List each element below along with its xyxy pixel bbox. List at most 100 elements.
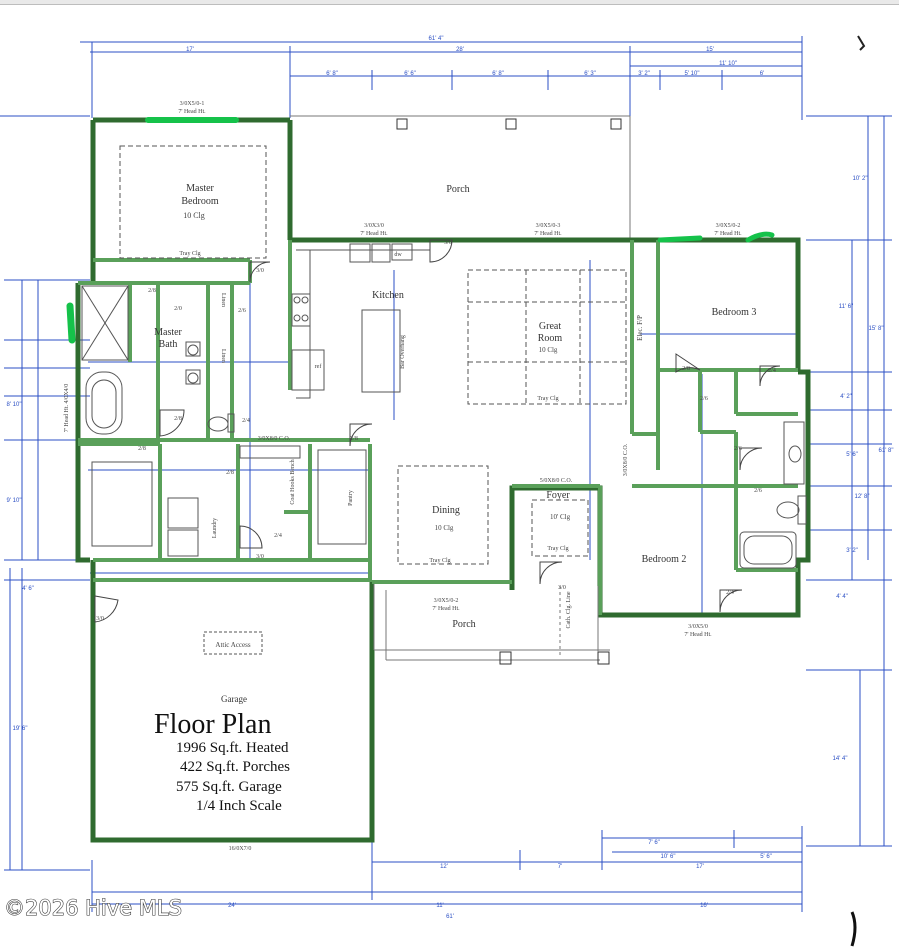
dim-right-5-6: 5' 6" [846, 452, 858, 458]
front-porch [373, 584, 610, 665]
dim-right-12-8: 12' 8" [855, 494, 870, 500]
fixtures [81, 145, 807, 655]
plan-legend: Floor Plan 1996 Sq.ft. Heated 422 Sq.ft.… [154, 709, 290, 814]
dim-top-3-2: 3' 2" [638, 71, 650, 77]
dim-right-61-8: 61' 8" [879, 448, 894, 454]
label-garage: Garage [221, 694, 247, 704]
dim-top-15: 15' [706, 47, 714, 53]
door-tag-4: 2/6 [238, 308, 246, 314]
window-tags: 3/0X5/0-1 7' Head Ht. 3/0X3/0 7' Head Ht… [64, 101, 742, 852]
door-tag-1: 3/0 [444, 240, 452, 246]
legend-heated: 1996 Sq.ft. Heated [176, 740, 289, 756]
door-tag-5: 2/8 [148, 288, 156, 294]
door-tag-7: 2/8 [350, 436, 358, 442]
dim-right-4-2: 4' 2" [840, 394, 852, 400]
label-master-bedroom-1: Master [186, 183, 214, 194]
legend-porches: 422 Sq.ft. Porches [180, 759, 290, 775]
label-ref: ref [315, 363, 322, 370]
label-pantry: Pantry [348, 490, 354, 506]
label-foyer-tray: Tray Clg [547, 546, 568, 552]
label-elec-fp: Elec. F/P [636, 315, 644, 341]
dim-bot-10-6: 10' 6" [661, 854, 676, 860]
legend-scale: 1/4 Inch Scale [196, 798, 282, 814]
label-cath-clg: Cath. Clg. Line [566, 591, 572, 628]
interior-walls [78, 240, 798, 615]
pen-mark-icon [857, 35, 866, 51]
dim-left-19-6: 19' 6" [13, 726, 28, 732]
door-tag-16: 2/8 [682, 366, 690, 372]
label-front-porch: Porch [452, 619, 475, 630]
label-dining-tray: Tray Clg [429, 558, 450, 564]
label-master-tray: Tray Clg [179, 251, 200, 257]
dim-bot-17: 17' [696, 864, 704, 870]
label-master-bath-2: Bath [159, 339, 178, 350]
label-bedroom-3: Bedroom 3 [712, 307, 757, 318]
dim-top-total: 61' 4" [429, 36, 444, 42]
label-master-bedroom-2: Bedroom [181, 196, 218, 207]
rear-porch [290, 115, 631, 238]
tag-pantry-co: 3/0X8/0 C.O. [258, 436, 291, 442]
label-great-room-2: Room [538, 333, 563, 344]
door-tag-20: 3/0 [558, 585, 566, 591]
door-tag-12: 3/0 [96, 616, 104, 622]
label-linen-1: Linen [220, 293, 226, 307]
tag-bed2-window: 3/0X5/0 [688, 624, 708, 630]
door-tag-17: 2/6 [754, 488, 762, 494]
tag-bath-window: 7' Head Ht. 4/0X4/0 [64, 384, 70, 432]
tag-great-window-h: 7' Head Ht. [534, 231, 562, 237]
label-rear-porch: Porch [446, 184, 469, 195]
door-tag-19: 2/4 [242, 418, 250, 424]
label-coat-hooks: Coat Hooks Bench [290, 459, 296, 504]
label-kitchen: Kitchen [372, 290, 404, 301]
door-swings [94, 239, 781, 623]
door-tags: 3/0 3/0 2/0 2/6 2/8 2/8 2/8 2/8 3/0 2/4 … [96, 240, 776, 622]
dim-top-6-6: 6' 6" [404, 71, 416, 77]
tag-bed3-window: 3/0X5/0-2 [716, 223, 741, 229]
label-linen-2: Linen [220, 349, 226, 363]
dim-bot-12: 12' [440, 864, 448, 870]
tag-master-window-h: 7' Head Ht. [178, 109, 206, 115]
dim-right-14-4: 14' 4" [833, 756, 848, 762]
label-attic-access: Attic Access [215, 641, 250, 649]
label-dining-2: 10 Clg [435, 524, 454, 532]
dim-top-5-10: 5' 10" [685, 71, 700, 77]
tag-foyer-co: 5/0X8/0 C.O. [540, 478, 573, 484]
dim-right-11-6: 11' 6" [839, 304, 854, 310]
dim-top-6-8b: 6' 8" [492, 71, 504, 77]
dim-bot-7-6: 7' 6" [648, 840, 660, 846]
door-tag-11: 2/8 [138, 446, 146, 452]
tag-garage-door: 16/0X7/0 [229, 846, 252, 852]
top-border [0, 0, 899, 5]
corner-bracket-icon [850, 911, 857, 947]
door-tag-18: 2/6 [700, 396, 708, 402]
door-tag-15: 2/4 [768, 368, 776, 374]
tag-kitchen-window: 3/0X3/0 [364, 223, 384, 229]
dimension-labels: 61' 4" 17' 28' 15' 11' 10" 6' 8" 6' 6" 6… [7, 36, 894, 920]
tag-kitchen-window-h: 7' Head Ht. [360, 231, 388, 237]
dim-right-10-2: 10' 2" [853, 176, 868, 182]
dim-top-6-3: 6' 3" [584, 71, 596, 77]
dim-top-17: 17' [186, 47, 194, 53]
door-tag-8: 2/8 [226, 470, 234, 476]
label-dw: dw [394, 252, 402, 258]
tag-great-co: 3/0X8/0 C.O. [623, 443, 629, 476]
label-great-tray: Tray Clg [537, 396, 558, 402]
door-tag-6: 2/8 [174, 416, 182, 422]
dim-bot-16: 16' [700, 903, 708, 909]
door-tag-3: 2/0 [174, 306, 182, 312]
dim-left-9-10: 9' 10" [7, 498, 22, 504]
legend-garage: 575 Sq.ft. Garage [176, 779, 282, 795]
dim-bot-11: 11' [436, 903, 443, 909]
dim-top-6: 6' [760, 71, 764, 77]
door-tag-14: 2/4 [726, 590, 734, 596]
dim-right-15-8: 15' 8" [869, 326, 884, 332]
dim-bot-5-6: 5' 6" [760, 854, 772, 860]
label-master-clg: 10 Clg [183, 211, 205, 220]
dim-right-3-2: 3' 2" [846, 548, 858, 554]
dim-left-4-6: 4' 6" [22, 586, 34, 592]
room-labels: Master Bedroom 10 Clg Tray Clg Porch Kit… [154, 183, 756, 704]
label-laundry: Laundry [212, 518, 218, 538]
label-master-bath-1: Master [154, 327, 182, 338]
tag-front-window: 3/0X5/0-2 [434, 598, 459, 604]
